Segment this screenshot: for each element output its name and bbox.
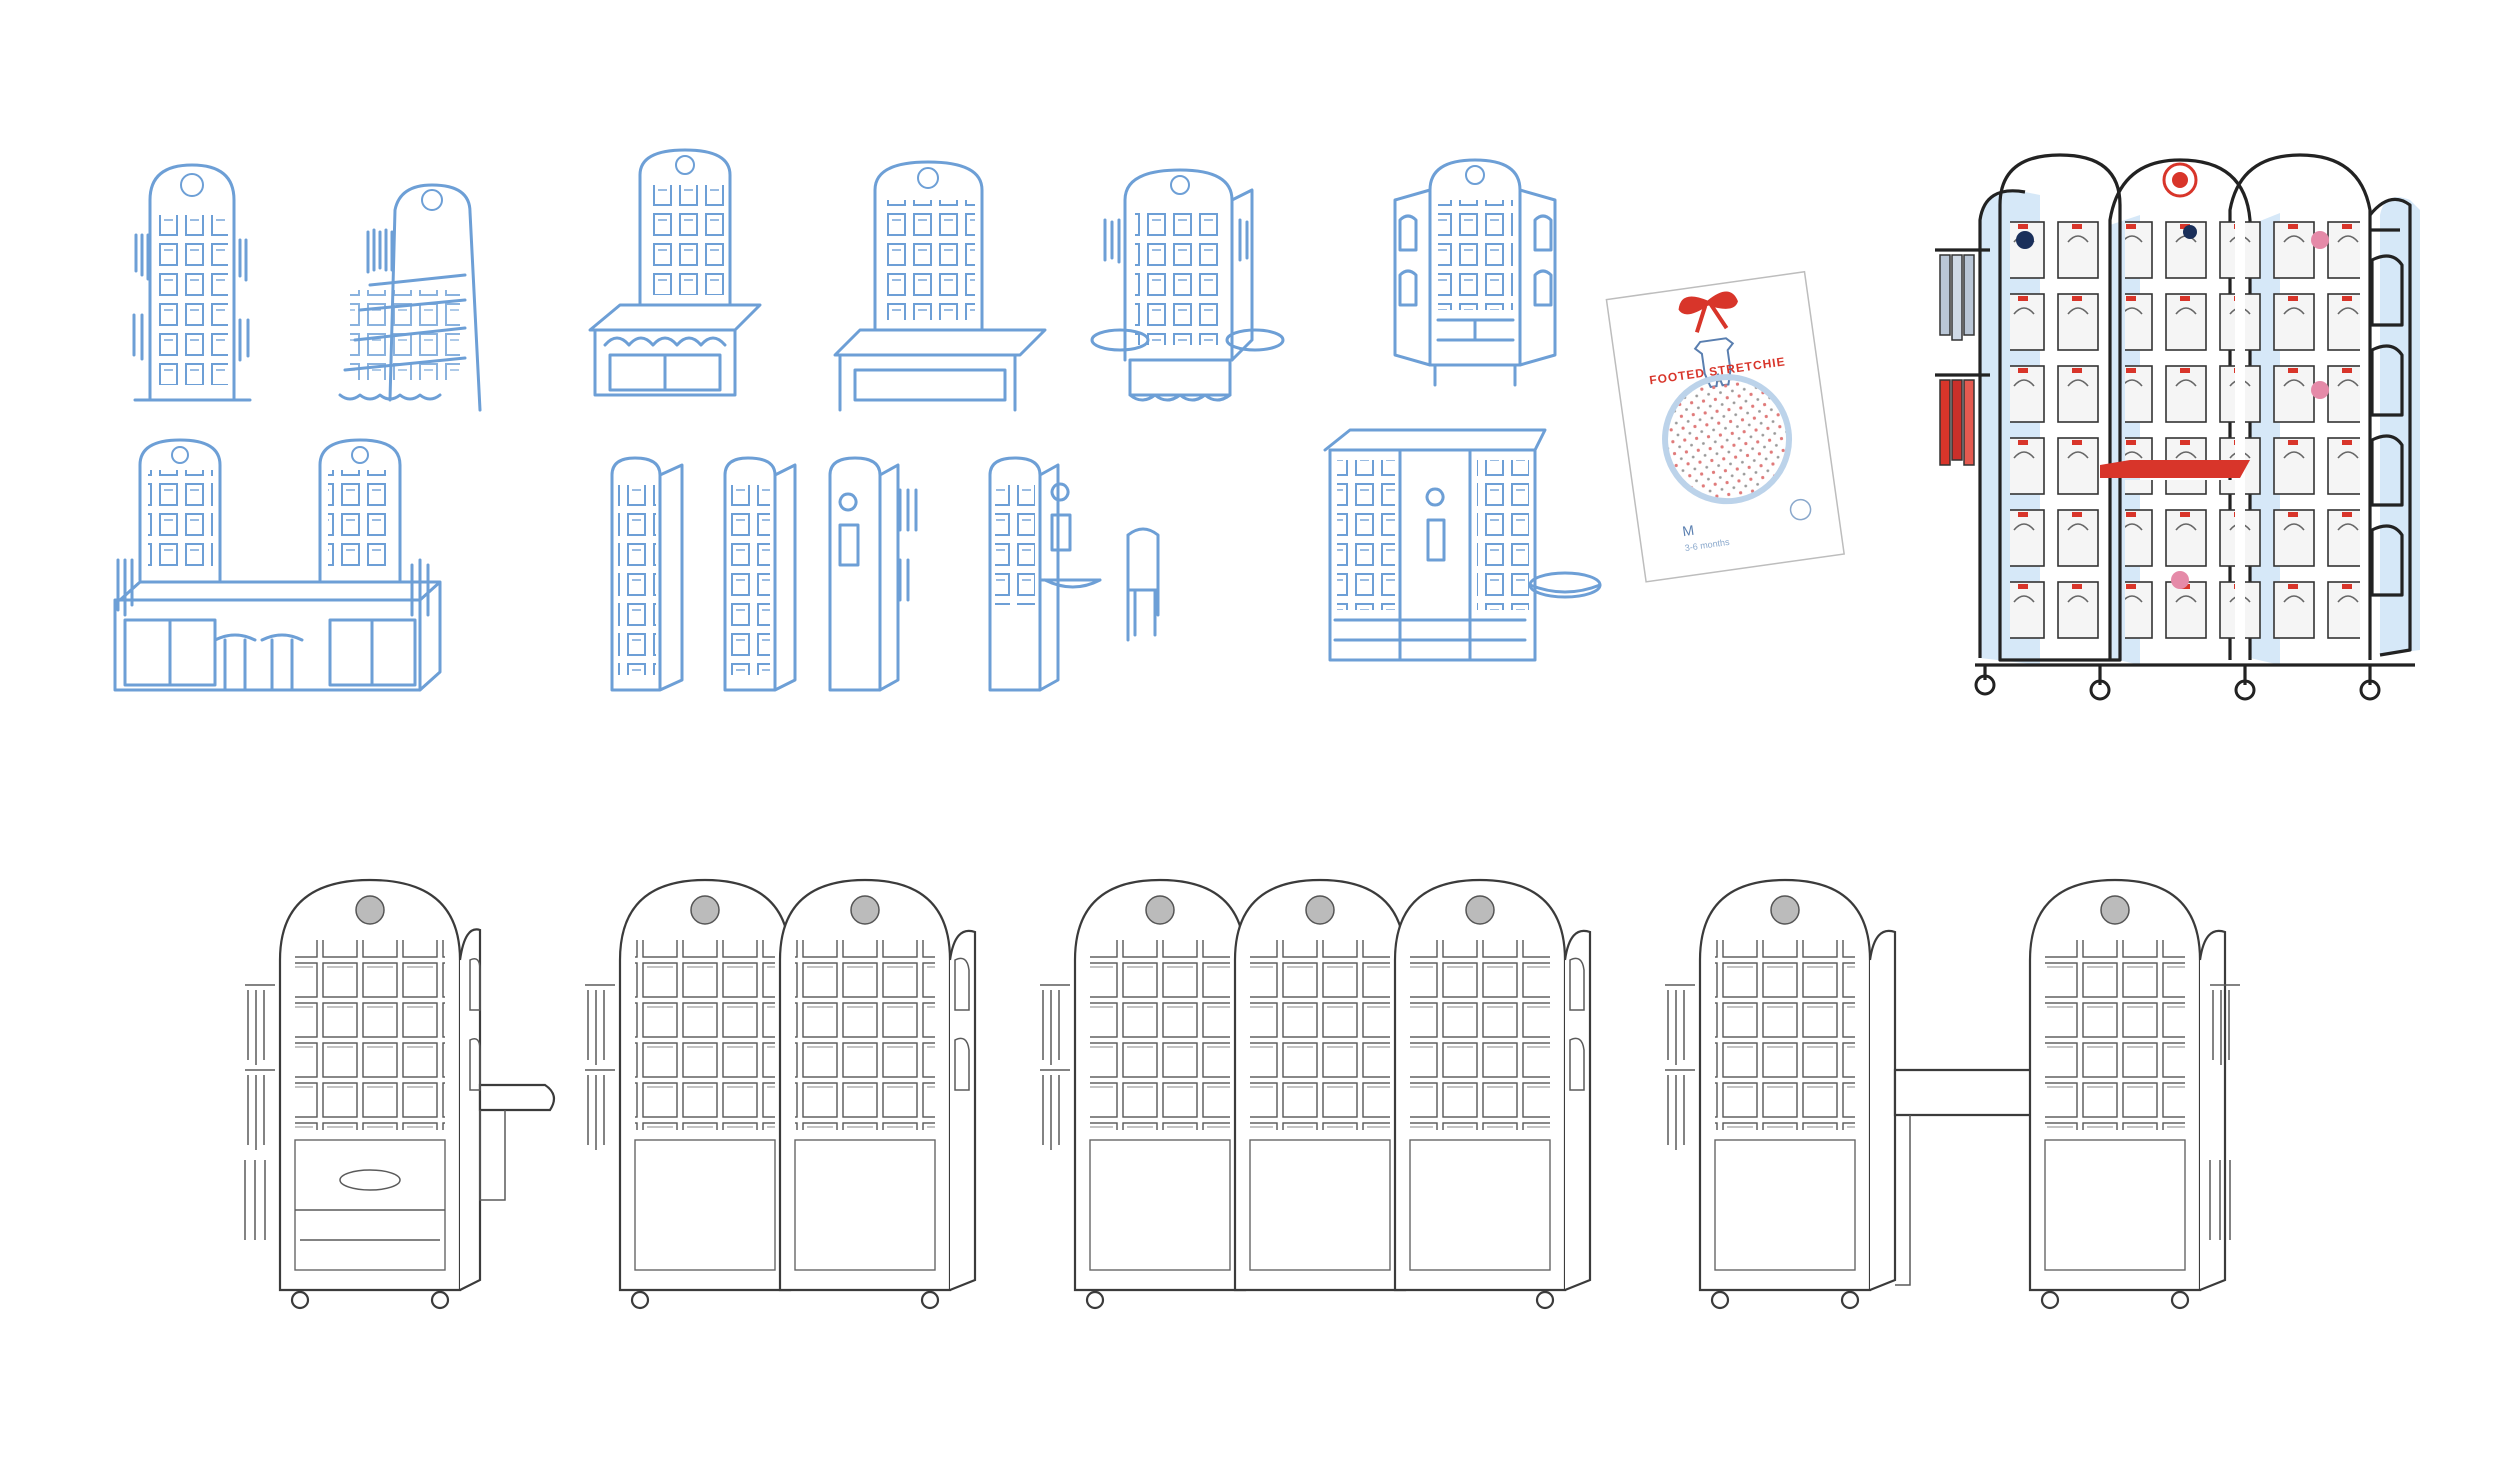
concept-sketch-1 xyxy=(132,163,252,402)
two-units-with-bridge-counter xyxy=(1665,878,2240,1310)
concept-sketch-2 xyxy=(338,183,482,412)
concept-sketch-8 xyxy=(610,456,1160,692)
triple-unit xyxy=(1040,878,1592,1310)
color-fixture-rendering xyxy=(1935,153,2420,701)
hanging-garments-left xyxy=(1935,248,1990,466)
concept-sketch-6 xyxy=(1090,168,1285,402)
concept-sketch-5 xyxy=(833,160,1047,412)
single-unit-with-side-table xyxy=(244,878,556,1310)
concept-sketch-7 xyxy=(1393,158,1557,387)
double-unit xyxy=(585,878,977,1310)
concept-sketch-9 xyxy=(1323,428,1602,662)
bow-icon xyxy=(1678,291,1738,333)
concept-sketch-3 xyxy=(113,438,442,692)
card-size: M xyxy=(1681,522,1695,539)
product-card: FOOTED STRETCHIE M 3-6 months xyxy=(1605,270,1846,583)
concept-sketch-4 xyxy=(588,148,762,397)
